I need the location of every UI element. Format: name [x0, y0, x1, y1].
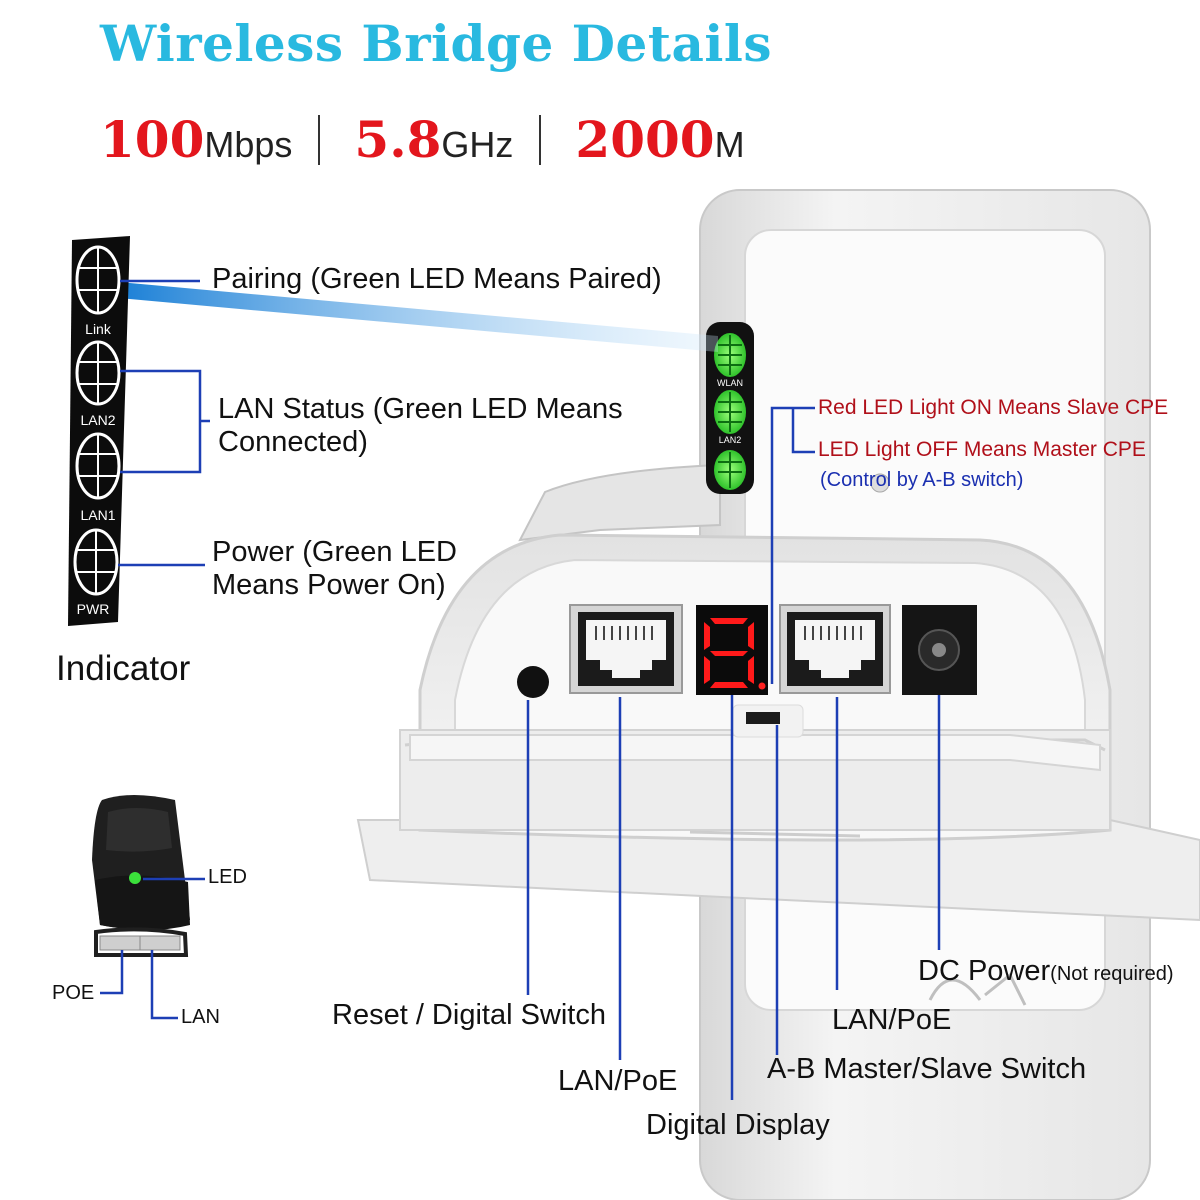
- ab-switch-label: A-B Master/Slave Switch: [767, 1053, 1087, 1085]
- dc-power-label-group: DC Power(Not required): [918, 954, 1174, 988]
- indicator-led-lan1: [75, 432, 121, 500]
- zoom-beam: [118, 282, 718, 352]
- reset-button: [517, 666, 549, 698]
- digital-display-label: Digital Display: [646, 1109, 830, 1141]
- indicator-strip: Link LAN2 LAN1 PWR: [68, 236, 130, 626]
- device-led-lan1: [714, 450, 746, 490]
- mounting-bracket: [518, 463, 721, 542]
- poe-led-label: LED: [208, 866, 247, 888]
- indicator-led-label: LAN1: [80, 507, 115, 523]
- device-led-label: LAN2: [719, 435, 742, 445]
- spec-divider: [318, 114, 321, 165]
- device-led-strip: WLAN LAN2: [706, 322, 754, 494]
- spec-divider: [539, 114, 542, 165]
- dc-power-note: (Not required): [1050, 963, 1174, 985]
- red-led-note: Red LED Light ON Means Slave CPE: [818, 396, 1169, 419]
- bracket-screw: [870, 473, 890, 493]
- spec-frequency-unit: GHz: [441, 124, 514, 165]
- lan-poe-left-label: LAN/PoE: [558, 1065, 678, 1097]
- device-led-wlan: [714, 333, 746, 377]
- spec-speed-value: 100: [100, 110, 205, 169]
- lan-port-right: [779, 604, 891, 694]
- poe-port-label: POE: [52, 982, 95, 1004]
- lan-poe-right-label: LAN/PoE: [832, 1004, 952, 1036]
- spec-bar: 100 Mbps 5.8 GHz 2000 M: [100, 110, 771, 169]
- spec-frequency-value: 5.8: [354, 110, 442, 169]
- control-note: (Control by A-B switch): [820, 469, 1024, 491]
- indicator-led-label: Link: [85, 321, 112, 337]
- dc-power-label: DC Power: [918, 955, 1051, 987]
- leader-lines: [100, 279, 941, 1100]
- dc-power-jack: [902, 605, 977, 695]
- lan-port-label: LAN: [181, 1006, 220, 1028]
- indicator-led-label: PWR: [77, 601, 110, 617]
- lan-status-label: LAN Status (Green LED Means: [218, 393, 623, 425]
- led-off-note: LED Light OFF Means Master CPE: [818, 438, 1146, 461]
- lan-port-left: [569, 604, 683, 694]
- device-led-lan2: [714, 390, 746, 434]
- ab-switch: [746, 712, 780, 724]
- indicator-led-lan2: [75, 340, 121, 406]
- digital-display: [696, 605, 768, 695]
- device-led-label: WLAN: [717, 378, 743, 388]
- poe-led-icon: [129, 872, 141, 884]
- pairing-label: Pairing (Green LED Means Paired): [212, 263, 662, 295]
- power-label-cont: Means Power On): [212, 569, 446, 601]
- indicator-led-pwr: [73, 528, 119, 596]
- slave-indicator-dot: [758, 682, 766, 690]
- indicator-led-link: [75, 245, 121, 315]
- spec-range-unit: M: [714, 124, 745, 165]
- spec-range-value: 2000: [575, 110, 715, 169]
- indicator-led-label: LAN2: [80, 412, 115, 428]
- indicator-caption: Indicator: [56, 649, 191, 688]
- power-label: Power (Green LED: [212, 536, 457, 568]
- page-title: Wireless Bridge Details: [100, 14, 772, 73]
- reset-label: Reset / Digital Switch: [332, 999, 606, 1031]
- lan-status-label-cont: Connected): [218, 426, 368, 458]
- spec-speed-unit: Mbps: [204, 124, 293, 165]
- poe-adapter: [92, 795, 190, 957]
